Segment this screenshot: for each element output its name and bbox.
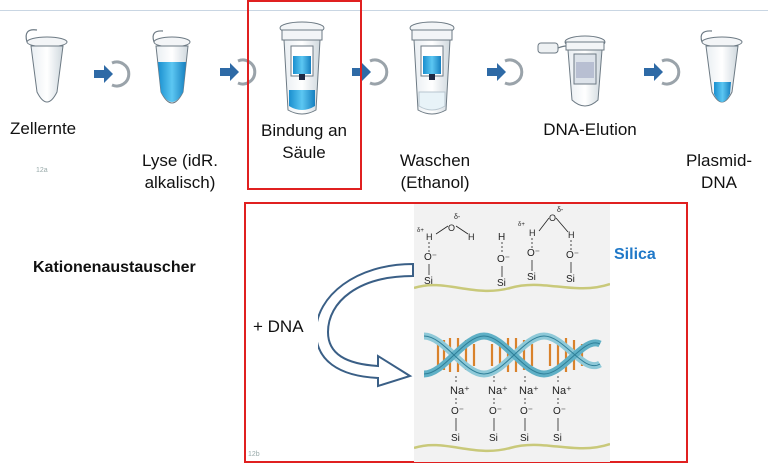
- na-ion-text: Na⁺: [488, 385, 508, 397]
- si-atom-text: Si: [497, 278, 506, 289]
- step-label-line: Säule: [282, 143, 326, 162]
- tube-elution-icon: [537, 35, 606, 107]
- water-silanol-group: δ- O H H δ+: [417, 214, 475, 242]
- h-atom-text: H: [498, 232, 505, 243]
- si-atom-text: Si: [424, 276, 433, 287]
- silica-surface-line: [414, 442, 610, 453]
- step-label-line: DNA: [701, 173, 737, 192]
- delta-plus-text: δ+: [518, 222, 525, 228]
- highlight-box-bindung: [247, 0, 362, 190]
- step-label-line: DNA-Elution: [543, 120, 637, 139]
- tube-zellernte-icon: [25, 29, 68, 103]
- o-minus-text: O⁻: [451, 406, 464, 417]
- step-label-line: Zellernte: [10, 119, 77, 138]
- si-atom-text: Si: [520, 433, 529, 444]
- highlight-box-mechanism: [244, 202, 688, 463]
- step-label-line: Lyse (idR.: [142, 151, 218, 170]
- silica-surface-line: [414, 282, 610, 293]
- step-label-line: Bindung an: [260, 121, 348, 140]
- slide-tag-top: 12a: [36, 167, 48, 174]
- dna-label: + DNA: [253, 317, 304, 336]
- o-atom-text: O: [549, 213, 556, 223]
- tube-waschen-icon: [409, 21, 455, 115]
- h-atom-text: H: [568, 230, 575, 240]
- tube-lyse-icon: [152, 30, 191, 104]
- heading-kationenaustauscher: Kationenaustauscher: [33, 259, 196, 276]
- step-label-zellernte: Zellernte: [10, 118, 76, 140]
- process-arrow-icon: [644, 58, 681, 86]
- si-atom-text: Si: [489, 433, 498, 444]
- o-minus-text: O⁻: [527, 248, 540, 259]
- na-ion-text: Na⁺: [519, 385, 539, 397]
- step-label-waschen: Waschen (Ethanol): [381, 150, 489, 194]
- si-atom-text: Si: [553, 433, 562, 444]
- o-minus-text: O⁻: [566, 250, 579, 261]
- step-label-line: Plasmid-: [685, 151, 753, 170]
- o-minus-text: O⁻: [497, 254, 510, 265]
- o-atom-text: O: [448, 223, 455, 233]
- silica-label: Silica: [614, 246, 656, 263]
- si-atom-text: Si: [451, 433, 460, 444]
- step-label-line: alkalisch): [144, 173, 216, 192]
- delta-minus-text: δ-: [557, 207, 564, 214]
- si-atom-text: Si: [566, 274, 575, 285]
- h-atom-text: H: [468, 232, 475, 242]
- step-label-bindung: Bindung an Säule: [250, 120, 358, 164]
- na-ion-text: Na⁺: [552, 385, 572, 397]
- step-label-line: (Ethanol): [400, 173, 470, 192]
- process-arrow-icon: [487, 58, 524, 86]
- delta-minus-text: δ-: [454, 214, 461, 221]
- na-ion-text: Na⁺: [450, 385, 470, 397]
- process-illustration: [25, 21, 743, 115]
- si-atom-text: Si: [527, 272, 536, 283]
- step-label-elution: DNA-Elution: [528, 119, 652, 141]
- step-label-plasmid: Plasmid- DNA: [670, 150, 768, 194]
- o-minus-text: O⁻: [489, 406, 502, 417]
- delta-plus-text: δ+: [417, 228, 424, 234]
- process-arrow-icon: [94, 60, 131, 88]
- o-minus-text: O⁻: [424, 252, 437, 263]
- tube-bindung-icon: [279, 21, 325, 115]
- h-atom-text: H: [529, 228, 536, 238]
- h-atom-text: H: [426, 232, 433, 242]
- dna-helix-icon: [423, 332, 602, 378]
- silica-mechanism-diagram: δ- O H H δ+ δ- O H H δ+ H O⁻ O⁻ O⁻ O⁻ Si…: [414, 204, 610, 462]
- step-label-lyse: Lyse (idR. alkalisch): [126, 150, 234, 194]
- water-silanol-group: δ- O H H δ+: [518, 207, 575, 240]
- header-rule: [0, 10, 768, 11]
- process-arrow-icon: [220, 58, 257, 86]
- o-minus-text: O⁻: [520, 406, 533, 417]
- tube-plasmid-icon: [700, 30, 743, 103]
- o-minus-text: O⁻: [553, 406, 566, 417]
- step-label-line: Waschen: [399, 151, 471, 170]
- slide-tag-bottom: 12b: [248, 451, 260, 458]
- curved-arrow-icon: [318, 262, 414, 388]
